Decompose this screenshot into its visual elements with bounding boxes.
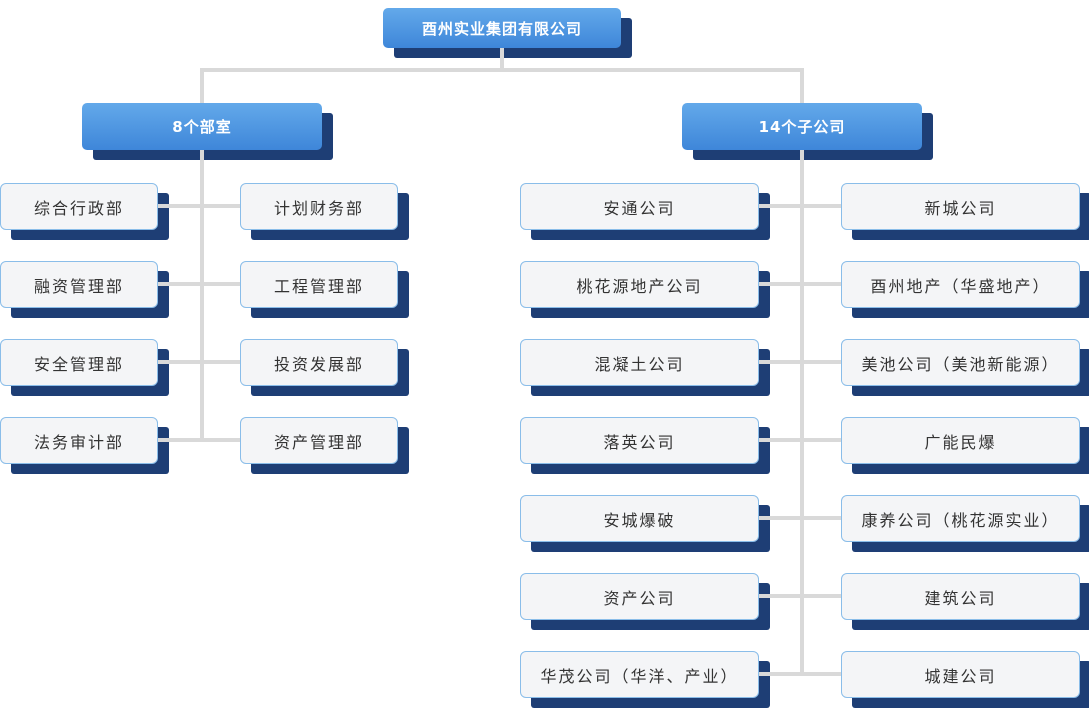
company-node: 华茂公司（华洋、产业） xyxy=(520,651,770,708)
dept-node: 投资发展部 xyxy=(240,339,409,396)
company-label: 资产公司 xyxy=(520,573,759,620)
connector-left-row xyxy=(150,204,250,208)
company-label: 建筑公司 xyxy=(841,573,1080,620)
branch-node-subsidiaries: 14个子公司 xyxy=(682,103,933,160)
branch-subsidiaries-label: 14个子公司 xyxy=(682,103,922,150)
company-node: 落英公司 xyxy=(520,417,770,474)
connector-root-stub xyxy=(500,46,504,70)
company-label: 安通公司 xyxy=(520,183,759,230)
company-label: 城建公司 xyxy=(841,651,1080,698)
dept-node: 资产管理部 xyxy=(240,417,409,474)
connector-left-trunk xyxy=(200,148,204,442)
company-node: 新城公司 xyxy=(841,183,1089,240)
company-label: 新城公司 xyxy=(841,183,1080,230)
connector-left-row xyxy=(150,360,250,364)
company-node: 资产公司 xyxy=(520,573,770,630)
company-label: 美池公司（美池新能源） xyxy=(841,339,1080,386)
company-node: 广能民爆 xyxy=(841,417,1089,474)
company-label: 桃花源地产公司 xyxy=(520,261,759,308)
company-label: 落英公司 xyxy=(520,417,759,464)
dept-node: 综合行政部 xyxy=(0,183,169,240)
connector-right-row xyxy=(750,282,850,286)
branch-node-departments: 8个部室 xyxy=(82,103,333,160)
dept-label: 融资管理部 xyxy=(0,261,158,308)
connector-right-row xyxy=(750,594,850,598)
dept-label: 资产管理部 xyxy=(240,417,398,464)
company-node: 安通公司 xyxy=(520,183,770,240)
company-node: 美池公司（美池新能源） xyxy=(841,339,1089,396)
dept-label: 法务审计部 xyxy=(0,417,158,464)
company-node: 混凝土公司 xyxy=(520,339,770,396)
company-node: 康养公司（桃花源实业） xyxy=(841,495,1089,552)
connector-right-trunk xyxy=(800,148,804,676)
dept-label: 计划财务部 xyxy=(240,183,398,230)
company-node: 城建公司 xyxy=(841,651,1089,708)
company-label: 康养公司（桃花源实业） xyxy=(841,495,1080,542)
dept-node: 工程管理部 xyxy=(240,261,409,318)
connector-top-horizontal xyxy=(200,68,804,72)
connector-branch-right-drop xyxy=(800,68,804,105)
dept-label: 工程管理部 xyxy=(240,261,398,308)
dept-node: 安全管理部 xyxy=(0,339,169,396)
dept-label: 安全管理部 xyxy=(0,339,158,386)
branch-departments-label: 8个部室 xyxy=(82,103,322,150)
connector-left-row xyxy=(150,438,250,442)
root-node: 酉州实业集团有限公司 xyxy=(383,8,632,58)
company-label: 混凝土公司 xyxy=(520,339,759,386)
dept-node: 法务审计部 xyxy=(0,417,169,474)
connector-left-row xyxy=(150,282,250,286)
root-node-label: 酉州实业集团有限公司 xyxy=(383,8,621,48)
dept-label: 投资发展部 xyxy=(240,339,398,386)
company-label: 酉州地产（华盛地产） xyxy=(841,261,1080,308)
company-node: 酉州地产（华盛地产） xyxy=(841,261,1089,318)
company-node: 安城爆破 xyxy=(520,495,770,552)
connector-right-row xyxy=(750,672,850,676)
connector-branch-left-drop xyxy=(200,68,204,105)
company-label: 华茂公司（华洋、产业） xyxy=(520,651,759,698)
dept-label: 综合行政部 xyxy=(0,183,158,230)
connector-right-row xyxy=(750,438,850,442)
company-label: 安城爆破 xyxy=(520,495,759,542)
company-node: 建筑公司 xyxy=(841,573,1089,630)
company-label: 广能民爆 xyxy=(841,417,1080,464)
dept-node: 融资管理部 xyxy=(0,261,169,318)
dept-node: 计划财务部 xyxy=(240,183,409,240)
connector-right-row xyxy=(750,204,850,208)
company-node: 桃花源地产公司 xyxy=(520,261,770,318)
connector-right-row xyxy=(750,360,850,364)
connector-right-row xyxy=(750,516,850,520)
